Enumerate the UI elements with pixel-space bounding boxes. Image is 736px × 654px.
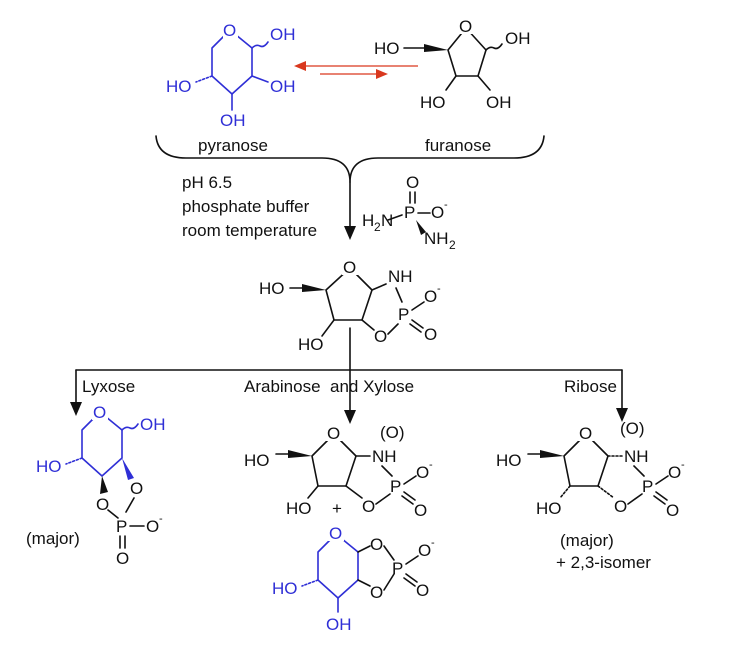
ring-oxygen: O [329, 524, 342, 543]
furanose-structure: O OH HO HO OH furanose [374, 14, 531, 155]
phosphate-charge: - [681, 459, 685, 471]
c3-hydroxyl: HO [420, 93, 446, 112]
phosphorus: P [390, 477, 401, 496]
c5-hydroxyl: HO [244, 451, 270, 470]
anomeric-hydroxyl: OH [505, 29, 531, 48]
ring-nh: NH [388, 267, 413, 286]
oxo-optional: (O) [380, 423, 405, 442]
ribose-label: Ribose [564, 377, 617, 396]
phosphorus: P [392, 559, 403, 578]
phosphate-oxide: O [424, 287, 437, 306]
reagent-oxo: O [406, 173, 419, 192]
phosphate-charge: - [437, 283, 441, 295]
c4-hydroxyl: OH [220, 111, 246, 130]
phosphate-oxo: O [416, 581, 429, 600]
c3-hydroxyl: OH [270, 77, 296, 96]
phosphate-oxo: O [424, 325, 437, 344]
arabinose-xylose-product: O HO HO + (O) NH P O - O O [244, 421, 433, 520]
arabinose-xylose-label: Arabinose and Xylose [244, 377, 414, 396]
ribose-product: O HO HO (O) NH P O - O O (major) + 2,3-i… [496, 419, 685, 572]
bridging-oxygen: O [374, 327, 387, 346]
ring-nh: NH [372, 447, 397, 466]
oxo-optional: (O) [620, 419, 645, 438]
c3-hydroxyl: OH [326, 615, 352, 634]
ring-oxygen: O [579, 424, 592, 443]
condition-ph: pH 6.5 [182, 173, 232, 192]
c2-hydroxyl: OH [486, 93, 512, 112]
c5-hydroxyl: HO [259, 279, 285, 298]
branch-arrows [70, 327, 628, 424]
reagent-h: H [362, 211, 374, 230]
lyxose-major-label: (major) [26, 529, 80, 548]
lyxose-product: O OH HO O O P O - O (major) [26, 400, 166, 568]
ring-nh: NH [624, 447, 649, 466]
anomeric-hydroxyl: OH [140, 415, 166, 434]
phosphate-oxide: O [416, 463, 429, 482]
reaction-arrow [344, 181, 356, 240]
ring-oxygen: O [343, 258, 356, 277]
bridging-oxygen: O [362, 497, 375, 516]
phosphate-oxide: O [418, 541, 431, 560]
c3-hydroxyl: HO [298, 335, 324, 354]
phosphate-oxo: O [414, 501, 427, 520]
reagent-oxide: O [431, 203, 444, 222]
lyxose-label: Lyxose [82, 377, 135, 396]
reaction-conditions: pH 6.5 phosphate buffer room temperature [182, 173, 317, 240]
ring-oxygen: O [93, 403, 106, 422]
ribose-major-label: (major) [560, 531, 614, 550]
phosphate-oxide: O [146, 517, 159, 536]
c4-hydroxyl: HO [272, 579, 298, 598]
c2-hydroxyl: HO [166, 77, 192, 96]
converging-brace [155, 135, 545, 183]
ring-oxygen: O [459, 17, 472, 36]
phosphate-oxo: O [666, 501, 679, 520]
reagent-amine: NH [424, 229, 449, 248]
reagent-charge: - [444, 199, 448, 211]
anomeric-hydroxyl: OH [270, 25, 296, 44]
condition-temperature: room temperature [182, 221, 317, 240]
c5-hydroxyl: HO [374, 39, 400, 58]
pyranose-label: pyranose [198, 136, 268, 155]
pyranose-cyclic-phosphate: O O O P O - O HO OH [272, 521, 435, 634]
phosphate-oxo: O [116, 549, 129, 568]
condition-buffer: phosphate buffer [182, 197, 310, 216]
cyclic-phosphoramidate-intermediate: O HO HO NH P O - O O [259, 255, 441, 354]
c3-hydroxyl: HO [286, 499, 312, 518]
reagent-phosphorus: P [404, 203, 415, 222]
reagent-nitrogen: N [381, 211, 393, 230]
phosphorus: P [116, 517, 127, 536]
phosphate-oxygen-2: O [370, 583, 383, 602]
bridging-oxygen: O [614, 497, 627, 516]
c4-hydroxyl: HO [36, 457, 62, 476]
phosphate-charge: - [159, 513, 163, 525]
plus-sign: + [332, 499, 342, 518]
phosphate-charge: - [431, 537, 435, 549]
furanose-label: furanose [425, 136, 491, 155]
c5-hydroxyl: HO [496, 451, 522, 470]
ring-oxygen: O [223, 21, 236, 40]
phosphorus: P [642, 477, 653, 496]
pyranose-structure: O OH OH OH HO pyranose [166, 18, 296, 155]
phosphate-oxide: O [668, 463, 681, 482]
phosphate-oxygen-2: O [130, 479, 143, 498]
reagent-h2: 2 [374, 220, 381, 234]
reagent-amine-2: 2 [449, 238, 456, 252]
equilibrium-arrows [294, 61, 418, 79]
c3-hydroxyl: HO [536, 499, 562, 518]
ribose-isomer-label: + 2,3-isomer [556, 553, 651, 572]
phosphate-oxygen-3: O [96, 495, 109, 514]
phosphate-charge: - [429, 459, 433, 471]
ring-oxygen: O [327, 424, 340, 443]
phosphorus: P [398, 305, 409, 324]
diamidophosphate-reagent: O P O - H 2 N NH 2 [362, 173, 456, 252]
phosphate-oxygen-1: O [370, 535, 383, 554]
